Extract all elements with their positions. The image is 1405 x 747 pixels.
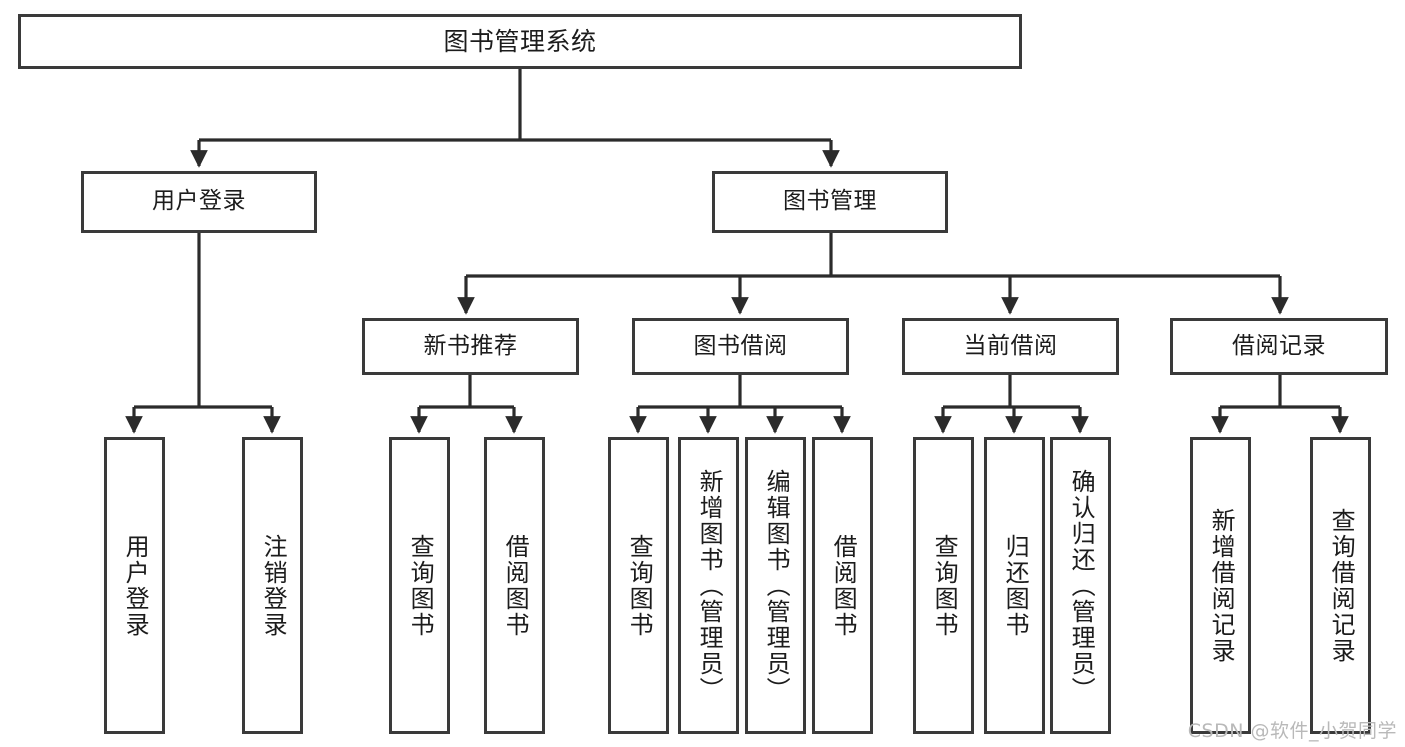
- node-leaf-add-record-label: 新增借阅记录: [1207, 507, 1236, 664]
- node-leaf-query-book-2-label: 查询图书: [625, 533, 654, 638]
- node-leaf-borrow-book-1[interactable]: 借阅图书: [484, 437, 545, 734]
- node-user-login-label: 用户登录: [152, 188, 246, 215]
- node-current-borrow-label: 当前借阅: [963, 332, 1058, 359]
- node-leaf-add-book[interactable]: 新增图书（管理员）: [678, 437, 739, 734]
- node-leaf-query-book-3-label: 查询图书: [930, 533, 959, 638]
- csdn-watermark: CSDN @软件_小贺同学: [1187, 720, 1397, 742]
- node-leaf-user-login-label: 用户登录: [121, 533, 150, 638]
- node-leaf-query-book-2[interactable]: 查询图书: [608, 437, 669, 734]
- node-root-label: 图书管理系统: [443, 26, 597, 56]
- node-leaf-user-login[interactable]: 用户登录: [104, 437, 165, 734]
- node-leaf-add-record[interactable]: 新增借阅记录: [1190, 437, 1251, 734]
- node-leaf-query-record-label: 查询借阅记录: [1327, 507, 1356, 664]
- node-leaf-confirm-return[interactable]: 确认归还（管理员）: [1050, 437, 1111, 734]
- node-leaf-return-book[interactable]: 归还图书: [984, 437, 1045, 734]
- node-leaf-borrow-book-2-label: 借阅图书: [829, 533, 858, 638]
- node-book-manage-label: 图书管理: [783, 188, 877, 215]
- node-leaf-borrow-book-1-label: 借阅图书: [501, 533, 530, 638]
- node-leaf-query-record[interactable]: 查询借阅记录: [1310, 437, 1371, 734]
- node-borrow-record[interactable]: 借阅记录: [1170, 318, 1388, 375]
- node-book-borrow-label: 图书借阅: [693, 332, 788, 359]
- node-book-borrow[interactable]: 图书借阅: [632, 318, 849, 375]
- node-root[interactable]: 图书管理系统: [18, 14, 1022, 69]
- node-current-borrow[interactable]: 当前借阅: [902, 318, 1119, 375]
- node-leaf-user-logout[interactable]: 注销登录: [242, 437, 303, 734]
- node-leaf-query-book-3[interactable]: 查询图书: [913, 437, 974, 734]
- node-leaf-edit-book[interactable]: 编辑图书（管理员）: [745, 437, 806, 734]
- node-leaf-user-logout-label: 注销登录: [259, 533, 288, 638]
- node-leaf-query-book-1-label: 查询图书: [406, 533, 435, 638]
- node-new-book-recommend[interactable]: 新书推荐: [362, 318, 579, 375]
- node-leaf-confirm-return-label: 确认归还（管理员）: [1067, 468, 1096, 703]
- node-leaf-query-book-1[interactable]: 查询图书: [389, 437, 450, 734]
- node-new-book-recommend-label: 新书推荐: [423, 332, 518, 359]
- node-leaf-return-book-label: 归还图书: [1001, 533, 1030, 638]
- node-book-manage[interactable]: 图书管理: [712, 171, 948, 233]
- node-user-login[interactable]: 用户登录: [81, 171, 317, 233]
- node-leaf-borrow-book-2[interactable]: 借阅图书: [812, 437, 873, 734]
- node-leaf-edit-book-label: 编辑图书（管理员）: [762, 468, 791, 703]
- node-borrow-record-label: 借阅记录: [1232, 332, 1326, 359]
- node-leaf-add-book-label: 新增图书（管理员）: [695, 468, 724, 703]
